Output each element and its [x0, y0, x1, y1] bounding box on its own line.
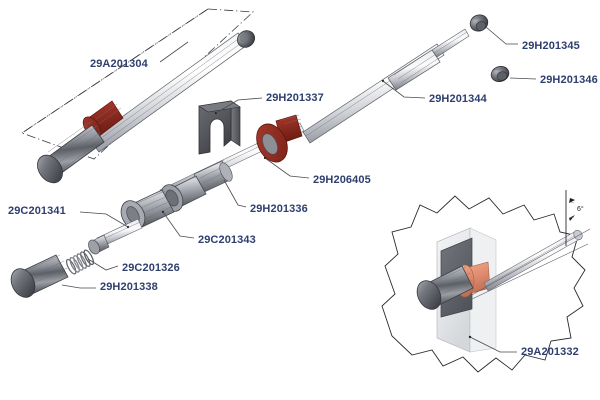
callout-29H201346: 29H201346	[540, 74, 598, 86]
part-29H201345-fastener	[469, 14, 489, 32]
leader-29H201337	[215, 97, 263, 114]
angle-reference-line	[469, 243, 589, 301]
callout-29A201332: 29A201332	[521, 346, 579, 358]
main-knob-body	[37, 120, 105, 184]
callout-29H201338: 29H201338	[100, 281, 158, 293]
callout-29A201304: 29A201304	[90, 58, 149, 70]
part-29H201337-bracket	[198, 100, 241, 155]
leader-29C201326	[87, 258, 119, 271]
callout-29H201345: 29H201345	[522, 40, 580, 52]
angle-arrow-bottom	[569, 215, 575, 221]
callout-29C201326: 29C201326	[122, 262, 180, 274]
part-29H201346-fastener	[490, 65, 510, 83]
angle-arrow-top	[569, 198, 575, 203]
callout-29H201337: 29H201337	[266, 92, 324, 104]
part-29C201326-spring	[65, 249, 95, 275]
part-29C201343-knurled-nut	[120, 189, 175, 230]
callout-29H201344: 29H201344	[429, 93, 488, 105]
leader-29H206405	[264, 157, 310, 179]
leader-29H201346	[509, 77, 537, 80]
callout-29C201341: 29C201341	[8, 205, 66, 217]
leader-29H201344	[382, 80, 426, 99]
angle-datum-line	[469, 228, 591, 297]
assembly-boundary-dashdot	[21, 8, 254, 160]
leader-29C201343	[162, 211, 195, 239]
dimension-annotations: 6°	[577, 205, 584, 213]
part-group-29A201304	[21, 8, 256, 184]
callout-29H206405: 29H206405	[313, 174, 371, 186]
angle-6-degrees: 6°	[577, 205, 584, 213]
part-29H206405-red-collar	[256, 114, 303, 163]
leader-29C201341	[79, 211, 129, 228]
assembly-boundary-dashdot-2	[21, 8, 209, 134]
leader-29H201336	[223, 179, 247, 208]
leader-29A201332	[469, 336, 517, 353]
part-29H201338-end-cap-knob	[10, 254, 69, 298]
leader-29H201338	[61, 284, 96, 289]
leader-29A201304	[159, 41, 189, 63]
part-29H201344-splined-shaft	[302, 28, 470, 144]
end-cap-knob-face	[10, 268, 36, 298]
part-group-29A201332-installation-detail	[381, 190, 591, 373]
knob-end-face	[37, 154, 63, 184]
leader-29H201345	[485, 26, 518, 45]
part-29C201341-stem-pin	[88, 218, 143, 255]
callout-29H201336: 29H201336	[250, 203, 308, 215]
callout-labels: 29A201304 29H201337 29H201345 29H201346 …	[8, 40, 598, 358]
callout-29C201343: 29C201343	[198, 234, 256, 246]
